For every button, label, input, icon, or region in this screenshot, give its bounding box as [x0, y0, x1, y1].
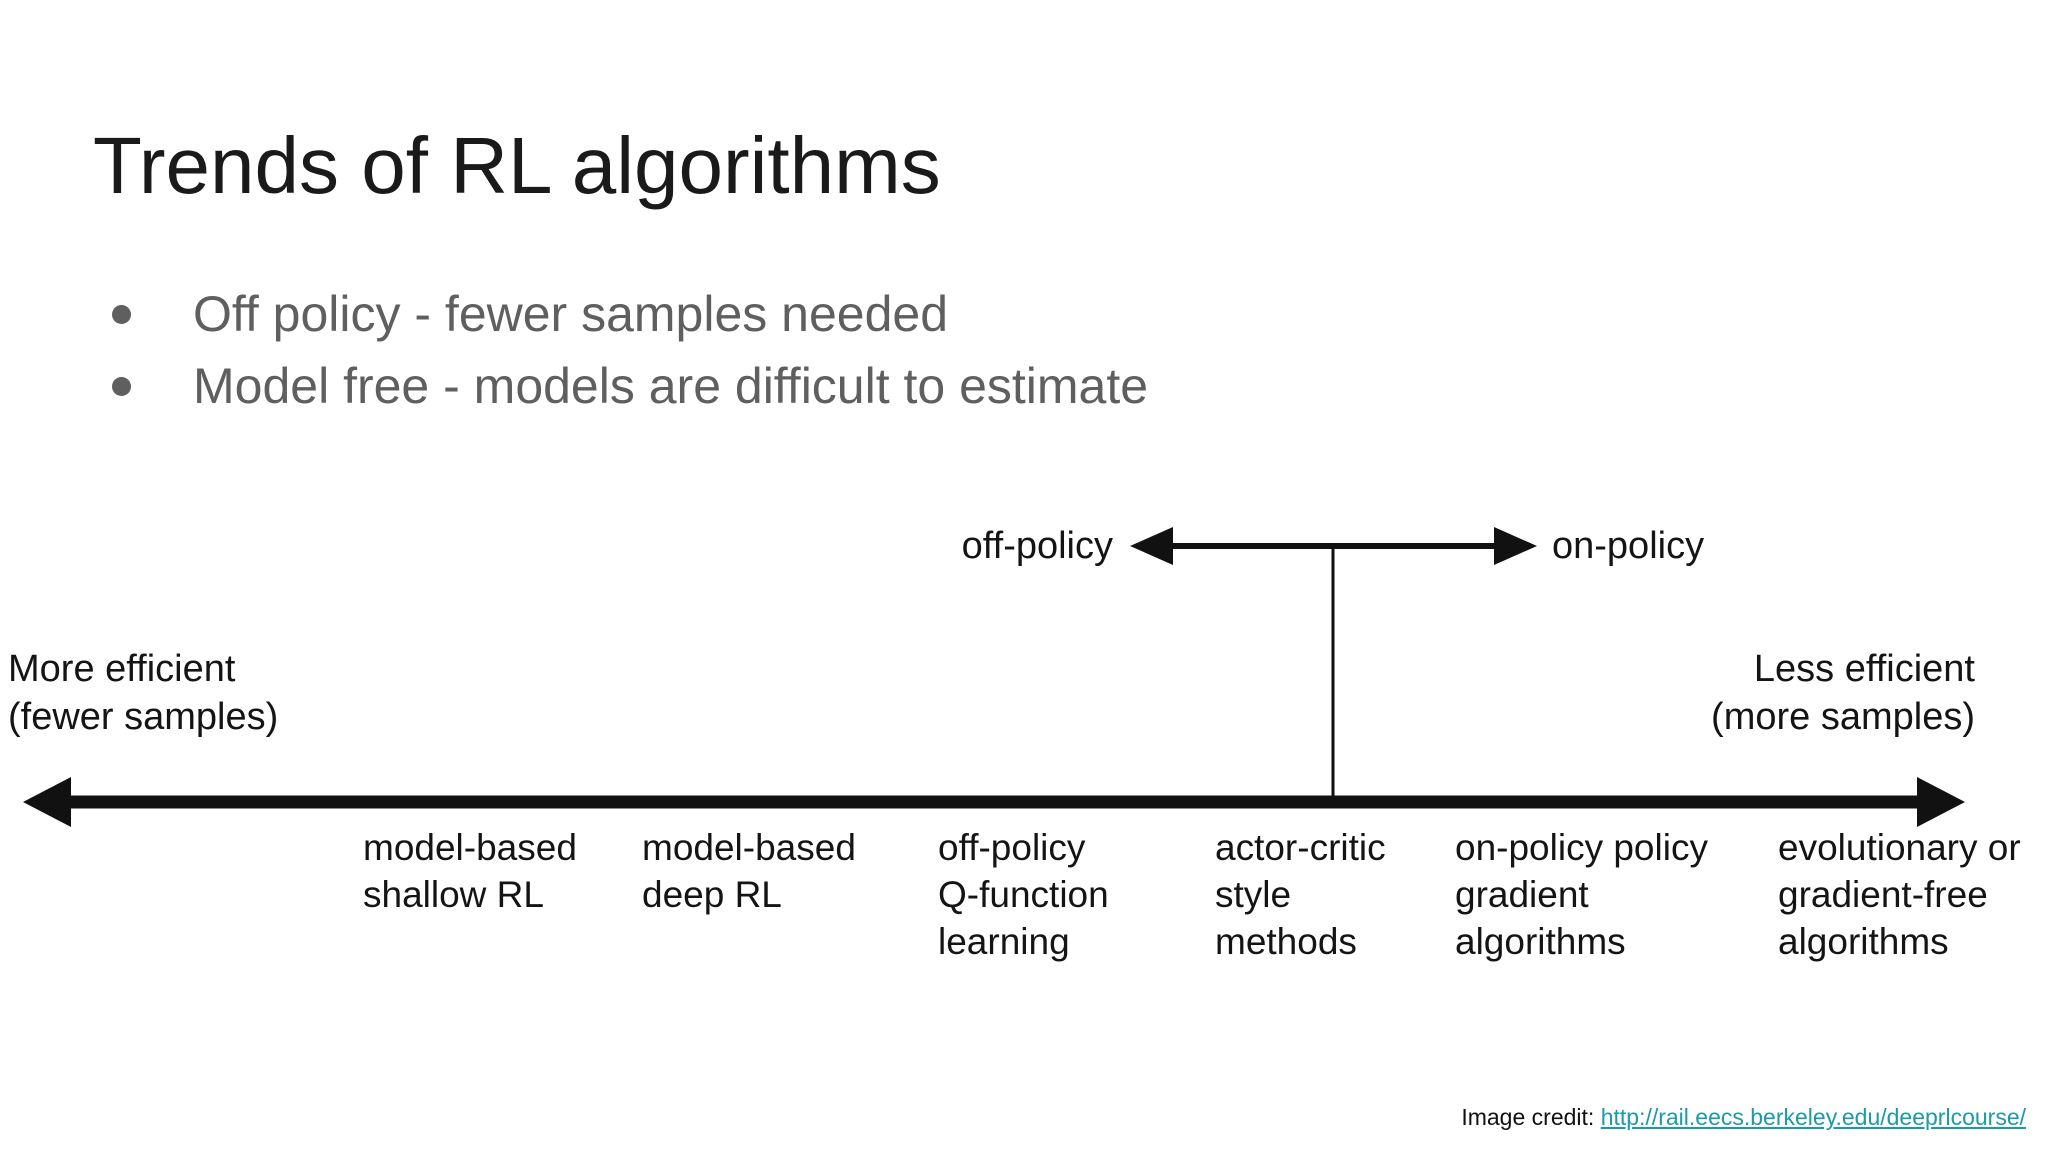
bullet-dot-icon	[112, 377, 131, 396]
label-line: style	[1215, 874, 1292, 915]
efficiency-axis-arrow	[23, 777, 1965, 827]
label-line: gradient	[1455, 874, 1589, 915]
label-line: methods	[1215, 921, 1357, 962]
policy-axis-arrow	[1130, 527, 1537, 565]
label-line: on-policy policy	[1455, 827, 1708, 868]
label-line: Q-function	[938, 874, 1109, 915]
bullet-item: Model free - models are difficult to est…	[112, 350, 1148, 422]
bullet-item: Off policy - fewer samples needed	[112, 278, 1148, 350]
more-efficient-line2: (fewer samples)	[8, 696, 279, 738]
algorithm-label-actor-critic: actor-critic style methods	[1215, 824, 1386, 965]
label-line: shallow RL	[363, 874, 544, 915]
bullet-dot-icon	[112, 305, 131, 324]
label-line: actor-critic	[1215, 827, 1386, 868]
label-line: off-policy	[938, 827, 1086, 868]
algorithm-label-on-policy-pg: on-policy policy gradient algorithms	[1455, 824, 1708, 965]
label-line: deep RL	[642, 874, 782, 915]
algorithm-label-model-based-shallow: model-based shallow RL	[363, 824, 577, 918]
on-policy-label: on-policy	[1552, 525, 1705, 567]
less-efficient-line2: (more samples)	[1711, 696, 1975, 738]
credit-label: Image credit:	[1461, 1104, 1601, 1130]
label-line: algorithms	[1778, 921, 1949, 962]
label-line: gradient-free	[1778, 874, 1988, 915]
bullet-text: Off policy - fewer samples needed	[193, 286, 949, 342]
more-efficient-line1: More efficient	[8, 648, 236, 690]
algorithm-label-model-based-deep: model-based deep RL	[642, 824, 856, 918]
credit-link[interactable]: http://rail.eecs.berkeley.edu/deeprlcour…	[1600, 1104, 2026, 1130]
more-efficient-label: More efficient (fewer samples)	[8, 645, 278, 741]
label-line: model-based	[363, 827, 577, 868]
label-line: algorithms	[1455, 921, 1626, 962]
label-line: model-based	[642, 827, 856, 868]
label-line: evolutionary or	[1778, 827, 2021, 868]
algorithm-label-off-policy-q: off-policy Q-function learning	[938, 824, 1109, 965]
less-efficient-label: Less efficient (more samples)	[1711, 645, 1975, 741]
bullet-text: Model free - models are difficult to est…	[193, 358, 1149, 414]
less-efficient-line1: Less efficient	[1753, 648, 1975, 690]
page-title: Trends of RL algorithms	[93, 121, 941, 210]
off-policy-label: off-policy	[961, 525, 1113, 567]
label-line: learning	[938, 921, 1070, 962]
bullet-list: Off policy - fewer samples needed Model …	[112, 278, 1148, 422]
algorithm-label-evolutionary: evolutionary or gradient-free algorithms	[1778, 824, 2021, 965]
image-credit: Image credit: http://rail.eecs.berkeley.…	[1461, 1104, 2026, 1131]
